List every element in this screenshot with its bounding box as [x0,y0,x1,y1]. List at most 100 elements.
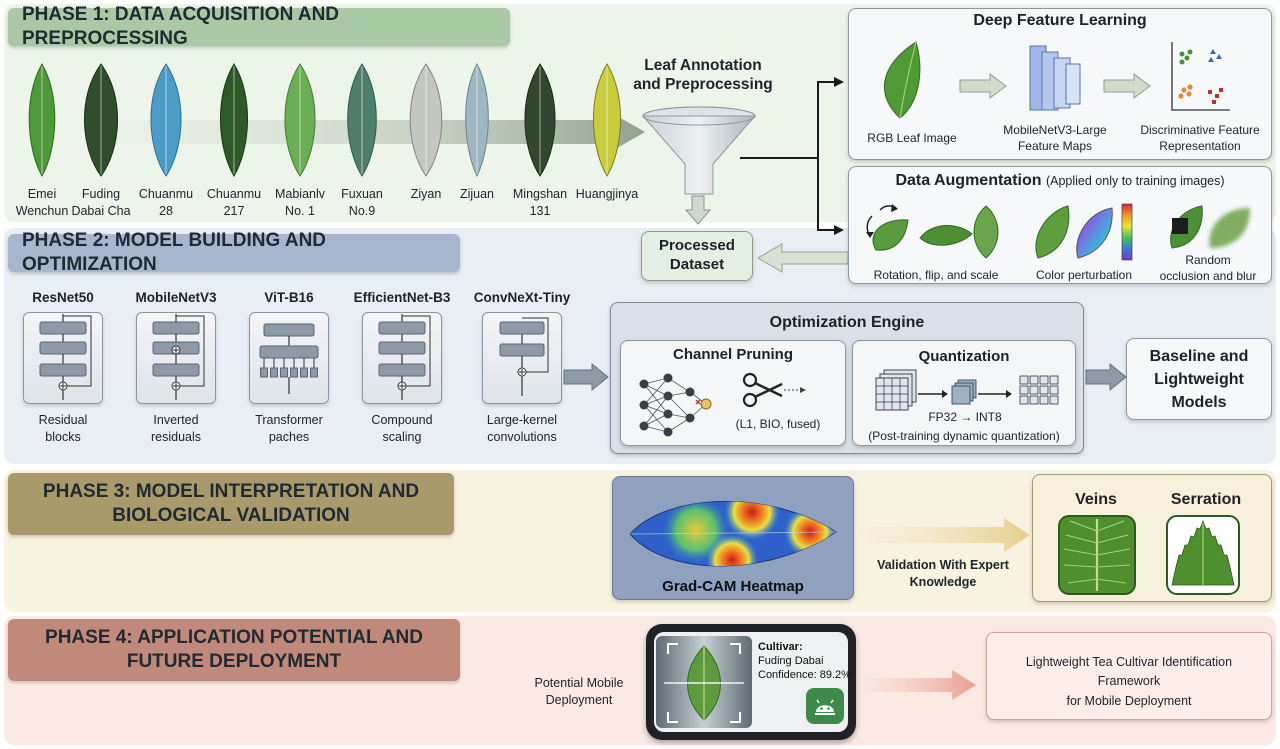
back-arrow [757,243,849,273]
quant-conversion: FP32 → INT8 [928,410,1002,424]
rgb-leaf-image [883,41,921,119]
quantization-title: Quantization [918,348,1010,365]
model-desc-line2: scaling [382,429,422,444]
cultivar-leaf-2 [84,63,118,177]
model-desc-line2: blocks [45,429,81,444]
confidence-value: Confidence: 89.2% [758,669,851,681]
annotation-label: Leaf Annotation and Preprocessing [618,56,788,95]
maps-line1: MobileNetV3-Large [1003,123,1107,137]
cultivar-name-line2: No.9 [348,203,376,218]
mobile-line2: Deployment [545,692,613,707]
occlusion-blur-icon [1170,205,1250,249]
gradcam-label: Grad-CAM Heatmap [662,578,804,595]
gradcam-heatmap-leaf [629,501,837,567]
pruning-title: Channel Pruning [673,346,793,363]
cultivar-name-line1: Mingshan [512,187,568,201]
serration-label: Serration [1170,491,1242,508]
validation-label: Validation With Expert Knowledge [868,557,1018,591]
cultivar-name-line1: Ziyan [410,187,442,201]
cultivar-leaf-4 [220,63,248,177]
phase3-title: PHASE 3: MODEL INTERPRETATION AND BIOLOG… [8,473,454,535]
annotation-line1: Leaf Annotation [644,57,762,74]
channel-pruning-box [620,340,846,446]
model-desc-line2: paches [268,429,310,444]
occ-line1: Random [1185,253,1231,267]
arrow-right-2 [1103,73,1151,99]
cultivar-name-line2: 217 [223,203,245,218]
model-desc-line1: Inverted [153,413,199,427]
model-name-1: ResNet50 [32,290,94,305]
color-perturbation-icon [1035,203,1133,261]
baseline-line1: Baseline and [1149,348,1249,365]
cultivar-leaf-10 [593,63,621,177]
baseline-line2: Lightweight [1154,371,1244,389]
model-architecture-icon-2 [136,312,216,404]
serration-image [1166,515,1240,595]
cultivar-leaf-5 [284,63,316,177]
android-icon [815,699,835,715]
deployment-arrow [864,670,976,700]
model-desc-line1: Transformer [255,413,323,427]
cultivar-label-4: Chuanmu 217 [194,186,274,220]
model-architecture-icon-5 [482,312,562,404]
cultivar-name-line2: Wenchun [15,203,69,218]
model-architecture-icon-3 [249,312,329,404]
model-name-2: MobileNetV3 [135,290,217,305]
mobile-deployment-label: Potential Mobile Deployment [522,675,636,709]
cultivar-value: Fuding Dabai [758,655,824,667]
optimization-title: Optimization Engine [769,314,925,331]
occ-line2: occlusion and blur [1159,269,1257,284]
cultivar-name-line1: Huangjinya [575,187,639,201]
cultivar-leaf-3 [150,63,182,177]
rotation-leaves-icon [866,204,999,259]
block-diagram-icon [152,314,205,400]
cultivar-leaf-6 [347,63,377,177]
phase2-title: PHASE 2: MODEL BUILDING AND OPTIMIZATION [8,230,460,275]
processed-line2: Dataset [669,255,725,273]
block-diagram-icon [378,314,431,400]
deep-feature-title: Deep Feature Learning [973,12,1147,29]
cultivar-name-line1: Fuxuan [341,187,383,201]
model-description-1: Residual blocks [3,412,123,446]
cultivar-name-line1: Emei [27,187,57,201]
model-name-4: EfficientNet-B3 [353,290,451,305]
cultivar-name-line1: Chuanmu [206,187,262,201]
cultivar-label: Cultivar: [758,641,803,653]
framework-box: Lightweight Tea Cultivar Identification … [986,632,1272,720]
augmentation-note: (Applied only to training images) [1045,174,1225,188]
processed-dataset-box: Processed Dataset [641,231,753,281]
discriminative-label: Discriminative Feature Representation [1135,122,1265,154]
model-architecture-icon-4 [362,312,442,404]
phase4-title: PHASE 4: APPLICATION POTENTIAL AND FUTUR… [8,619,460,681]
arrow-right-1 [959,73,1007,99]
model-desc-line1: Compound [371,413,433,427]
engine-to-baseline-arrow [1085,362,1127,392]
quantization-icon [875,369,1059,411]
cultivar-name-line1: Fuding [81,187,121,201]
model-name-5: ConvNeXt-Tiny [473,290,571,305]
framework-line1: Lightweight Tea Cultivar Identification [1025,655,1233,669]
cultivar-leaf-9 [524,63,556,177]
rotation-label: Rotation, flip, and scale [873,268,999,282]
cultivar-leaf-7 [409,63,443,177]
processed-line1: Processed [659,237,735,254]
baseline-line3: Models [1171,394,1227,412]
cultivar-name-line1: Chuanmu [138,187,194,201]
cultivar-label-10: Huangjinya [567,186,647,203]
model-desc-line2: convolutions [487,429,557,444]
scissors-icon [742,372,806,408]
augmentation-header: Data Augmentation (Applied only to train… [848,172,1272,190]
cultivar-name-line2: No. 1 [285,203,315,218]
model-desc-line1: Residual [38,413,88,427]
feature-scatter-icon [1171,42,1230,111]
down-arrow [684,195,712,225]
annotation-line2: and Preprocessing [633,76,773,94]
cultivar-leaf-1 [28,63,56,178]
veins-label: Veins [1075,491,1117,508]
